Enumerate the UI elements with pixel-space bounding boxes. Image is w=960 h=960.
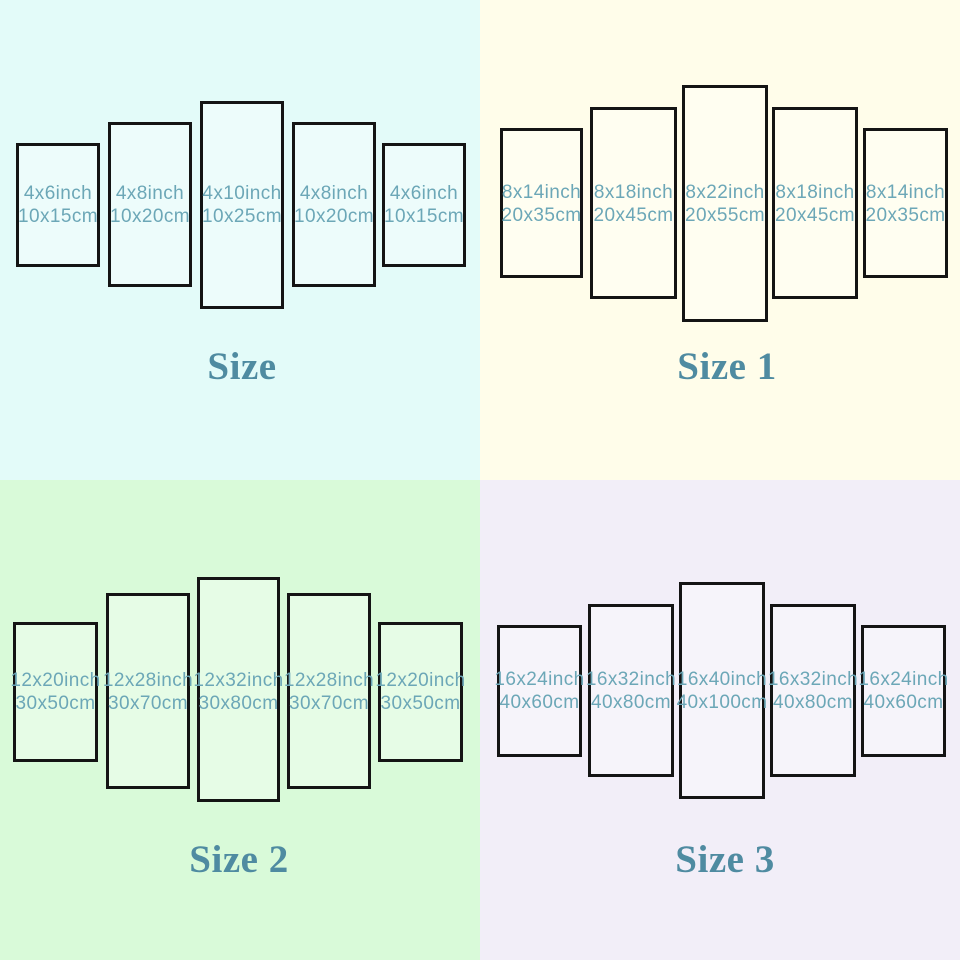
size-cm-text: 30x70cm [108,693,188,714]
panel-outline-size-1-3 [682,85,768,322]
size-inch-text: 4x8inch [115,183,185,204]
panel-outline-size-2-4 [287,593,371,789]
size-cm-text: 40x80cm [773,692,853,713]
panel-outline-size-1-4 [772,107,858,299]
quadrant-title-size-3: Size 3 [675,838,775,881]
size-cm-text: 30x70cm [289,693,369,714]
size-inch-text: 16x24inch [494,669,585,690]
panel-outline-size-1-2 [590,107,677,299]
panel-outline-size-2-3 [197,577,280,802]
size-cm-text: 30x80cm [198,693,279,714]
panel-outline-size-1 [16,143,100,267]
panel-outline-size-3-5 [861,625,946,757]
size-inch-text: 12x20inch [375,670,466,691]
panel-outline-size-2-1 [13,622,98,762]
size-cm-text: 40x60cm [863,692,944,713]
size-inch-text: 12x28inch [283,670,375,691]
size-inch-text: 4x6inch [23,183,93,204]
panel-outline-size-3-3 [679,582,765,799]
size-cm-text: 40x100cm [676,692,768,713]
size-cm-text: 20x45cm [775,205,855,226]
size-inch-text: 16x24inch [858,669,949,690]
size-cm-text: 20x35cm [865,205,946,226]
size-inch-text: 16x32inch [767,669,859,690]
panel-outline-size-3-1 [497,625,582,757]
panel-outline-size-4 [292,122,376,287]
size-cm-text: 10x20cm [110,206,190,227]
size-cm-text: 20x35cm [501,205,582,226]
size-inch-text: 8x22inch [685,182,765,203]
size-inch-text: 4x6inch [389,183,459,204]
size-cm-text: 10x15cm [384,206,464,227]
size-cm-text: 20x45cm [593,205,674,226]
size-cm-text: 10x20cm [294,206,374,227]
panel-outline-size-2-5 [378,622,463,762]
size-cm-text: 10x15cm [18,206,98,227]
size-cm-text: 10x25cm [202,206,282,227]
size-inch-text: 12x32inch [193,670,284,691]
size-inch-text: 8x14inch [501,182,582,203]
size-cm-text: 30x50cm [15,693,96,714]
size-cm-text: 40x80cm [591,692,671,713]
size-inch-text: 8x18inch [593,182,674,203]
panel-outline-size-5 [382,143,466,267]
size-inch-text: 12x20inch [10,670,101,691]
panel-outline-size-3-4 [770,604,856,777]
size-cm-text: 40x60cm [499,692,580,713]
panel-outline-size-3-2 [588,604,674,777]
size-inch-text: 4x10inch [202,183,282,204]
panel-outline-size-3 [200,101,284,309]
size-inch-text: 16x40inch [676,669,768,690]
size-inch-text: 8x14inch [865,182,946,203]
size-inch-text: 12x28inch [102,670,194,691]
size-cm-text: 30x50cm [380,693,461,714]
size-cm-text: 20x55cm [685,205,765,226]
panel-outline-size-1-1 [500,128,583,278]
panel-outline-size-1-5 [863,128,948,278]
quadrant-title-size: Size [207,345,277,388]
size-inch-text: 16x32inch [585,669,677,690]
panel-outline-size-2-2 [106,593,190,789]
panel-outline-size-2 [108,122,192,287]
quadrant-title-size-2: Size 2 [189,838,289,881]
size-inch-text: 8x18inch [775,182,855,203]
size-inch-text: 4x8inch [299,183,369,204]
quadrant-title-size-1: Size 1 [677,345,777,388]
